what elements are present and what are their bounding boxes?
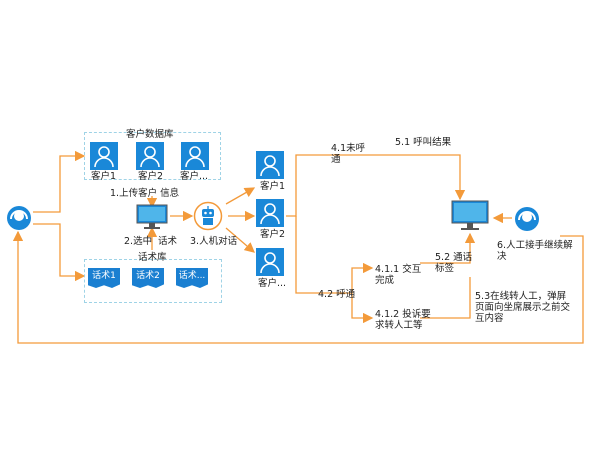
arrow-to-unreached [286, 154, 466, 217]
script-doc-icon: 话术... [176, 268, 208, 288]
user-icon [256, 248, 284, 276]
step-4-1-2-label: 4.1.2 投诉要求转人工等 [375, 309, 431, 331]
db-customer-label: 客户1 [91, 171, 117, 182]
step-4-1-1-label: 4.1.1 交互完成 [375, 264, 422, 286]
db-customer-label: 客户... [180, 171, 209, 182]
user-icon [256, 151, 284, 179]
user-icon [90, 142, 118, 170]
arrow-to-reached [295, 216, 352, 294]
arrow-robot-to-c3 [225, 227, 255, 253]
customer-database-box [84, 132, 221, 180]
arrow-agent-to-db [33, 150, 86, 213]
agent-headset-icon [6, 205, 32, 231]
robot-icon [193, 201, 223, 231]
computer-icon [136, 204, 168, 230]
step-4-2-label: 4.2 呼通 [318, 289, 356, 300]
user-icon [256, 199, 284, 227]
arrow-agent-to-scripts [33, 223, 86, 282]
target-customer-label: 客户... [258, 278, 287, 289]
arrow-feedback-loop [12, 230, 584, 344]
agent-headset-icon [514, 206, 540, 232]
arrow-to-transfer [351, 293, 374, 324]
step-4-1-label: 4.1未呼通 [331, 143, 366, 165]
step-5-1-label: 5.1 呼叫结果 [395, 137, 452, 148]
customer-database-title: 客户数据库 [126, 129, 174, 140]
step-2-script-label: 话术 [158, 236, 178, 247]
target-customer-label: 客户2 [260, 229, 286, 240]
script-library-title: 话术库 [138, 252, 167, 263]
step-1-label: 1.上传客户 信息 [110, 188, 180, 199]
db-customer-label: 客户2 [138, 171, 164, 182]
target-customer-label: 客户1 [260, 181, 286, 192]
arrow-robot-to-c1 [225, 187, 256, 205]
user-icon [136, 142, 164, 170]
script-doc-icon: 话术2 [132, 268, 164, 288]
step-6-label: 6.人工接手继续解决 [497, 240, 573, 262]
step-2-label: 2.选中 [124, 236, 153, 247]
step-3-label: 3.人机对话 [190, 236, 238, 247]
script-library-box [84, 259, 222, 303]
step-5-2-label: 5.2 通话标签 [435, 252, 473, 274]
arrow-complete-to-monitor [420, 232, 476, 264]
arrow-to-complete [351, 262, 374, 293]
arrow-transfer-to-label [420, 277, 471, 319]
user-icon [181, 142, 209, 170]
script-doc-icon: 话术1 [88, 268, 120, 288]
step-5-3-label: 5.3在线转人工，弹屏页面向坐席展示之前交互内容 [475, 291, 571, 324]
computer-icon [451, 200, 489, 232]
